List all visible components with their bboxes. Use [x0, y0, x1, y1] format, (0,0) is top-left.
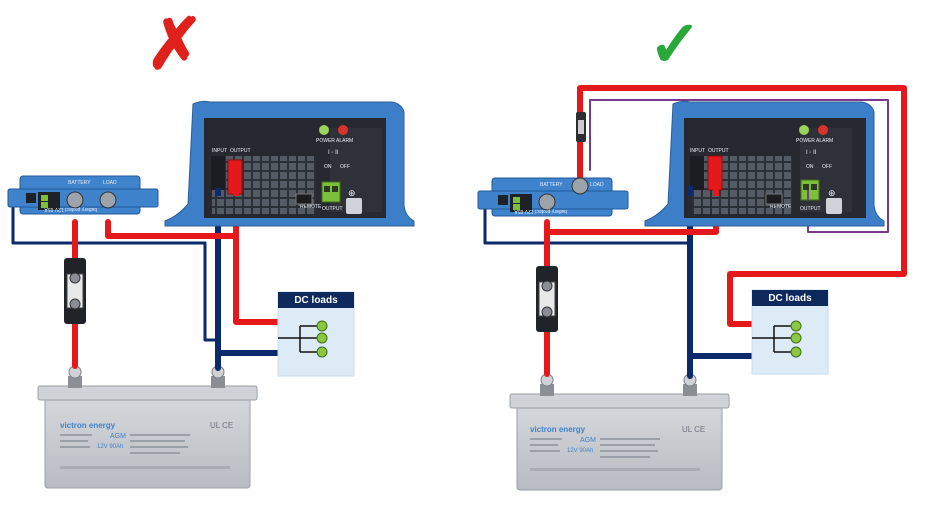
charger-output-label: OUTPUT [800, 206, 821, 212]
right-panel: ✓ victron energy AGM 12V 90Ah UL CE [477, 8, 907, 491]
charger-led-power-label: POWER [316, 138, 335, 144]
dc-loads-label: DC loads [768, 293, 812, 304]
charger-output-terminal-label: OUTPUT [708, 148, 729, 154]
battery-model-label: AGM [110, 433, 126, 440]
protect-terminal-load-label: LOAD [590, 182, 604, 188]
battery-capacity-label: 12V 90Ah [567, 448, 593, 454]
battery-positive-terminal [540, 373, 554, 396]
battery-brand-label: victron energy [530, 425, 586, 434]
charger: POWER ALARM I ◦ II REMOTE OUTPUT ON OFF … [164, 100, 415, 227]
charger-input-label: INPUT [690, 148, 705, 154]
cross-icon: ✗ [146, 5, 205, 83]
charger-remote-label: REMOTE [770, 204, 792, 210]
protect-terminal-battery-label: BATTERY [68, 180, 91, 186]
charger-switch-label: I ◦ II [328, 150, 339, 156]
dc-loads-label: DC loads [294, 295, 338, 306]
protect-model-label: battery protect 12V 65A [44, 206, 97, 212]
battery-model-label: AGM [580, 437, 596, 444]
battery-negative-terminal [211, 365, 225, 388]
battery: victron energy AGM 12V 90Ah UL CE [509, 393, 730, 491]
charger-on-label: ON [806, 164, 814, 170]
left-panel: ✗ victron energy AGM 12V 90Ah UL CE [7, 5, 415, 489]
charger-on-label: ON [324, 164, 332, 170]
ground-icon: ⊕ [348, 188, 356, 198]
charger-off-label: OFF [822, 164, 832, 170]
battery-capacity-label: 12V 90Ah [97, 444, 123, 450]
ground-icon: ⊕ [828, 188, 836, 198]
fuse [64, 258, 86, 324]
check-icon: ✓ [648, 8, 702, 80]
charger-led-alarm-label: ALARM [336, 138, 353, 144]
charger-output-label: OUTPUT [322, 206, 343, 212]
inline-fuse [576, 112, 586, 142]
battery-brand-label: victron energy [60, 421, 116, 430]
charger-switch-label: I ◦ II [806, 150, 817, 156]
charger-led-alarm-label: ALARM [816, 138, 833, 144]
cert-icon: UL CE [210, 421, 233, 430]
battery-protect: BATTERY LOAD battery protect 12V 65A [7, 175, 159, 215]
charger-input-label: INPUT [212, 148, 227, 154]
left-wiring [11, 187, 281, 371]
charger-output-terminal-label: OUTPUT [230, 148, 251, 154]
dc-loads: DC loads [277, 291, 355, 377]
battery-positive-terminal [68, 365, 82, 388]
charger-led-power-label: POWER [796, 138, 815, 144]
battery-negative-terminal [683, 373, 697, 396]
battery-protect: BATTERY LOAD battery protect 12V 65A [477, 177, 629, 217]
protect-terminal-battery-label: BATTERY [540, 182, 563, 188]
charger-off-label: OFF [340, 164, 350, 170]
protect-terminal-load-label: LOAD [103, 180, 117, 186]
charger: POWER ALARM I ◦ II REMOTE OUTPUT ON OFF … [644, 100, 885, 227]
charger-remote-label: REMOTE [300, 204, 322, 210]
fuse [536, 266, 558, 332]
battery: victron energy AGM 12V 90Ah UL CE [37, 385, 258, 489]
protect-model-label: battery protect 12V 65A [514, 208, 567, 214]
cert-icon: UL CE [682, 425, 705, 434]
dc-loads: DC loads [751, 289, 829, 375]
